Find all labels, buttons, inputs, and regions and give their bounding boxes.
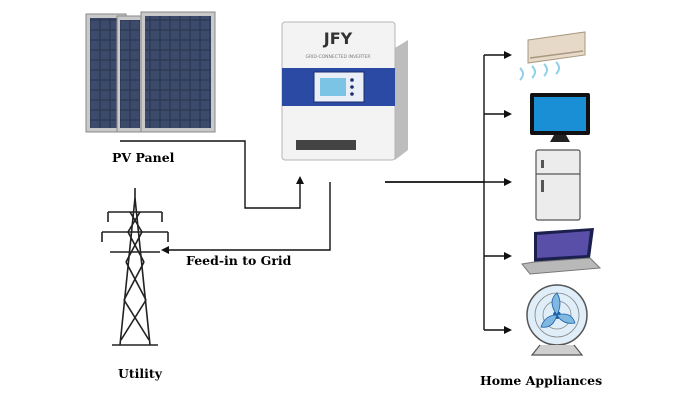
inverter-screen xyxy=(320,78,346,96)
air-conditioner-icon xyxy=(519,31,586,81)
inverter-brand: JFY xyxy=(323,29,353,48)
pv-panel-2 xyxy=(116,15,144,133)
utility-label: Utility xyxy=(118,366,162,381)
refrigerator-icon xyxy=(535,149,581,221)
inverter-subtitle: GRID-CONNECTED INVERTER xyxy=(305,54,370,60)
utility-tower-icon xyxy=(101,188,169,346)
pv-to-inverter-line xyxy=(120,140,304,209)
home-appliances-label: Home Appliances xyxy=(480,373,603,388)
pv-panel-array xyxy=(85,11,216,133)
inverter-connectors xyxy=(296,140,356,150)
feed-in-to-grid-label: Feed-in to Grid xyxy=(186,253,292,268)
television-icon xyxy=(530,93,590,142)
laptop-icon xyxy=(521,228,602,275)
feed-in-line xyxy=(161,182,331,254)
pv-panel-label: PV Panel xyxy=(112,150,175,165)
inverter-unit: JFY GRID-CONNECTED INVERTER xyxy=(281,21,408,161)
fan-icon xyxy=(526,284,588,356)
pv-panel-3 xyxy=(140,11,216,133)
